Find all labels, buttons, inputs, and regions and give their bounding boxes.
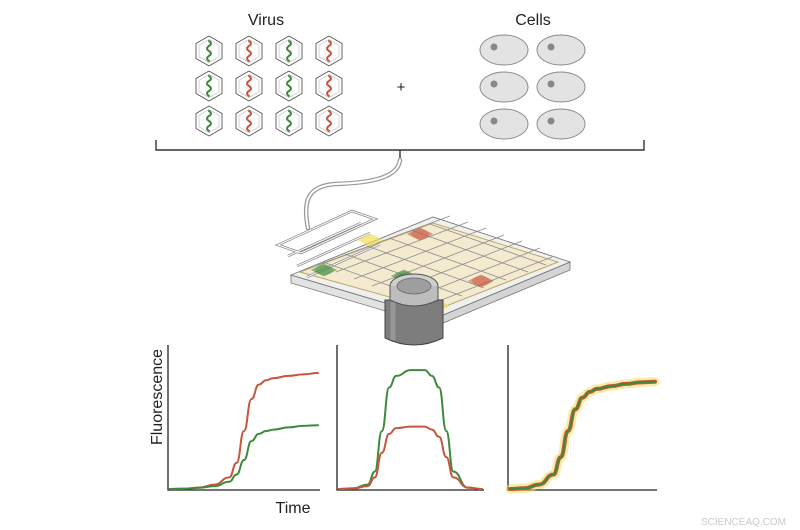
virus-particle [275, 105, 303, 137]
virus-particle [275, 70, 303, 102]
well-green [310, 263, 338, 277]
axes [507, 345, 657, 491]
microfluidic-chip [274, 209, 572, 346]
axes [336, 345, 484, 491]
virus-particle [315, 105, 343, 137]
watermark: SCIENCEAQ.COM [701, 517, 786, 528]
well-yellow [356, 233, 384, 247]
virus-label: Virus [248, 12, 284, 29]
chart-panel-3 [505, 345, 660, 494]
series-line-red [338, 425, 483, 490]
plus-sign: + [397, 79, 406, 96]
chart-panel-2 [336, 345, 484, 491]
well-red [406, 227, 434, 241]
virus-particle [195, 70, 223, 102]
cell-nucleus [547, 43, 555, 51]
series-line-red [169, 372, 319, 490]
virus-particle [195, 105, 223, 137]
cell-grid [479, 34, 586, 140]
virus-grid [195, 35, 343, 137]
well-red [467, 274, 495, 288]
virus-particle [235, 70, 263, 102]
virus-particle [235, 35, 263, 67]
cell-nucleus [490, 43, 498, 51]
virus-particle [315, 35, 343, 67]
cell [479, 34, 529, 66]
y-axis-label: Fluorescence [149, 349, 166, 445]
cell [536, 108, 586, 140]
cell-nucleus [547, 80, 555, 88]
x-axis-label: Time [276, 500, 311, 517]
cell-nucleus [490, 80, 498, 88]
cell [479, 108, 529, 140]
inlet-tubing [303, 157, 403, 231]
virus-particle [315, 70, 343, 102]
cell [536, 71, 586, 103]
cell [536, 34, 586, 66]
inlet-tubing-core [305, 159, 401, 229]
series-line-green [338, 369, 483, 490]
cell-nucleus [490, 117, 498, 125]
series-line-green [509, 380, 656, 490]
chart-panel-1 [167, 345, 320, 491]
mixing-bracket [155, 140, 645, 160]
virus-particle [235, 105, 263, 137]
virus-particle [195, 35, 223, 67]
cell-nucleus [547, 117, 555, 125]
cells-label: Cells [515, 12, 551, 29]
cell [479, 71, 529, 103]
axes [167, 345, 320, 491]
series-line-green [169, 424, 319, 490]
detector-cylinder [384, 299, 444, 346]
virus-particle [275, 35, 303, 67]
